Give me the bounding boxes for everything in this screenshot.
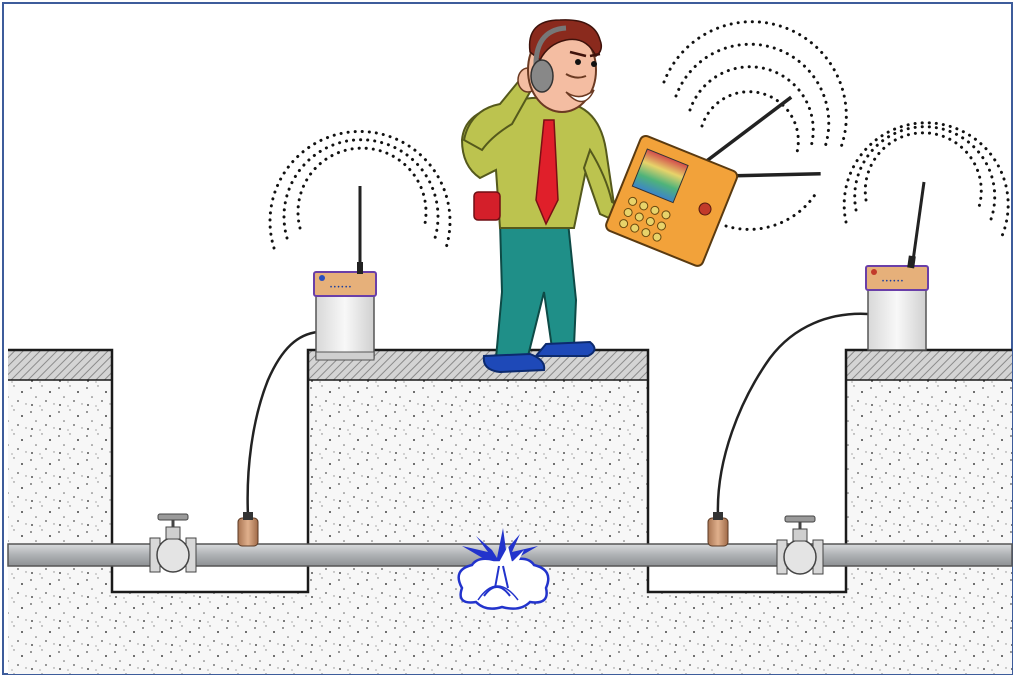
belt-pouch	[474, 192, 500, 220]
logger-label-right: • • • • • •	[882, 279, 903, 285]
shoe-right	[536, 342, 595, 356]
logger-label-left: • • • • • •	[330, 285, 351, 291]
pavement-left	[8, 350, 112, 380]
pavement-right	[846, 350, 1012, 380]
